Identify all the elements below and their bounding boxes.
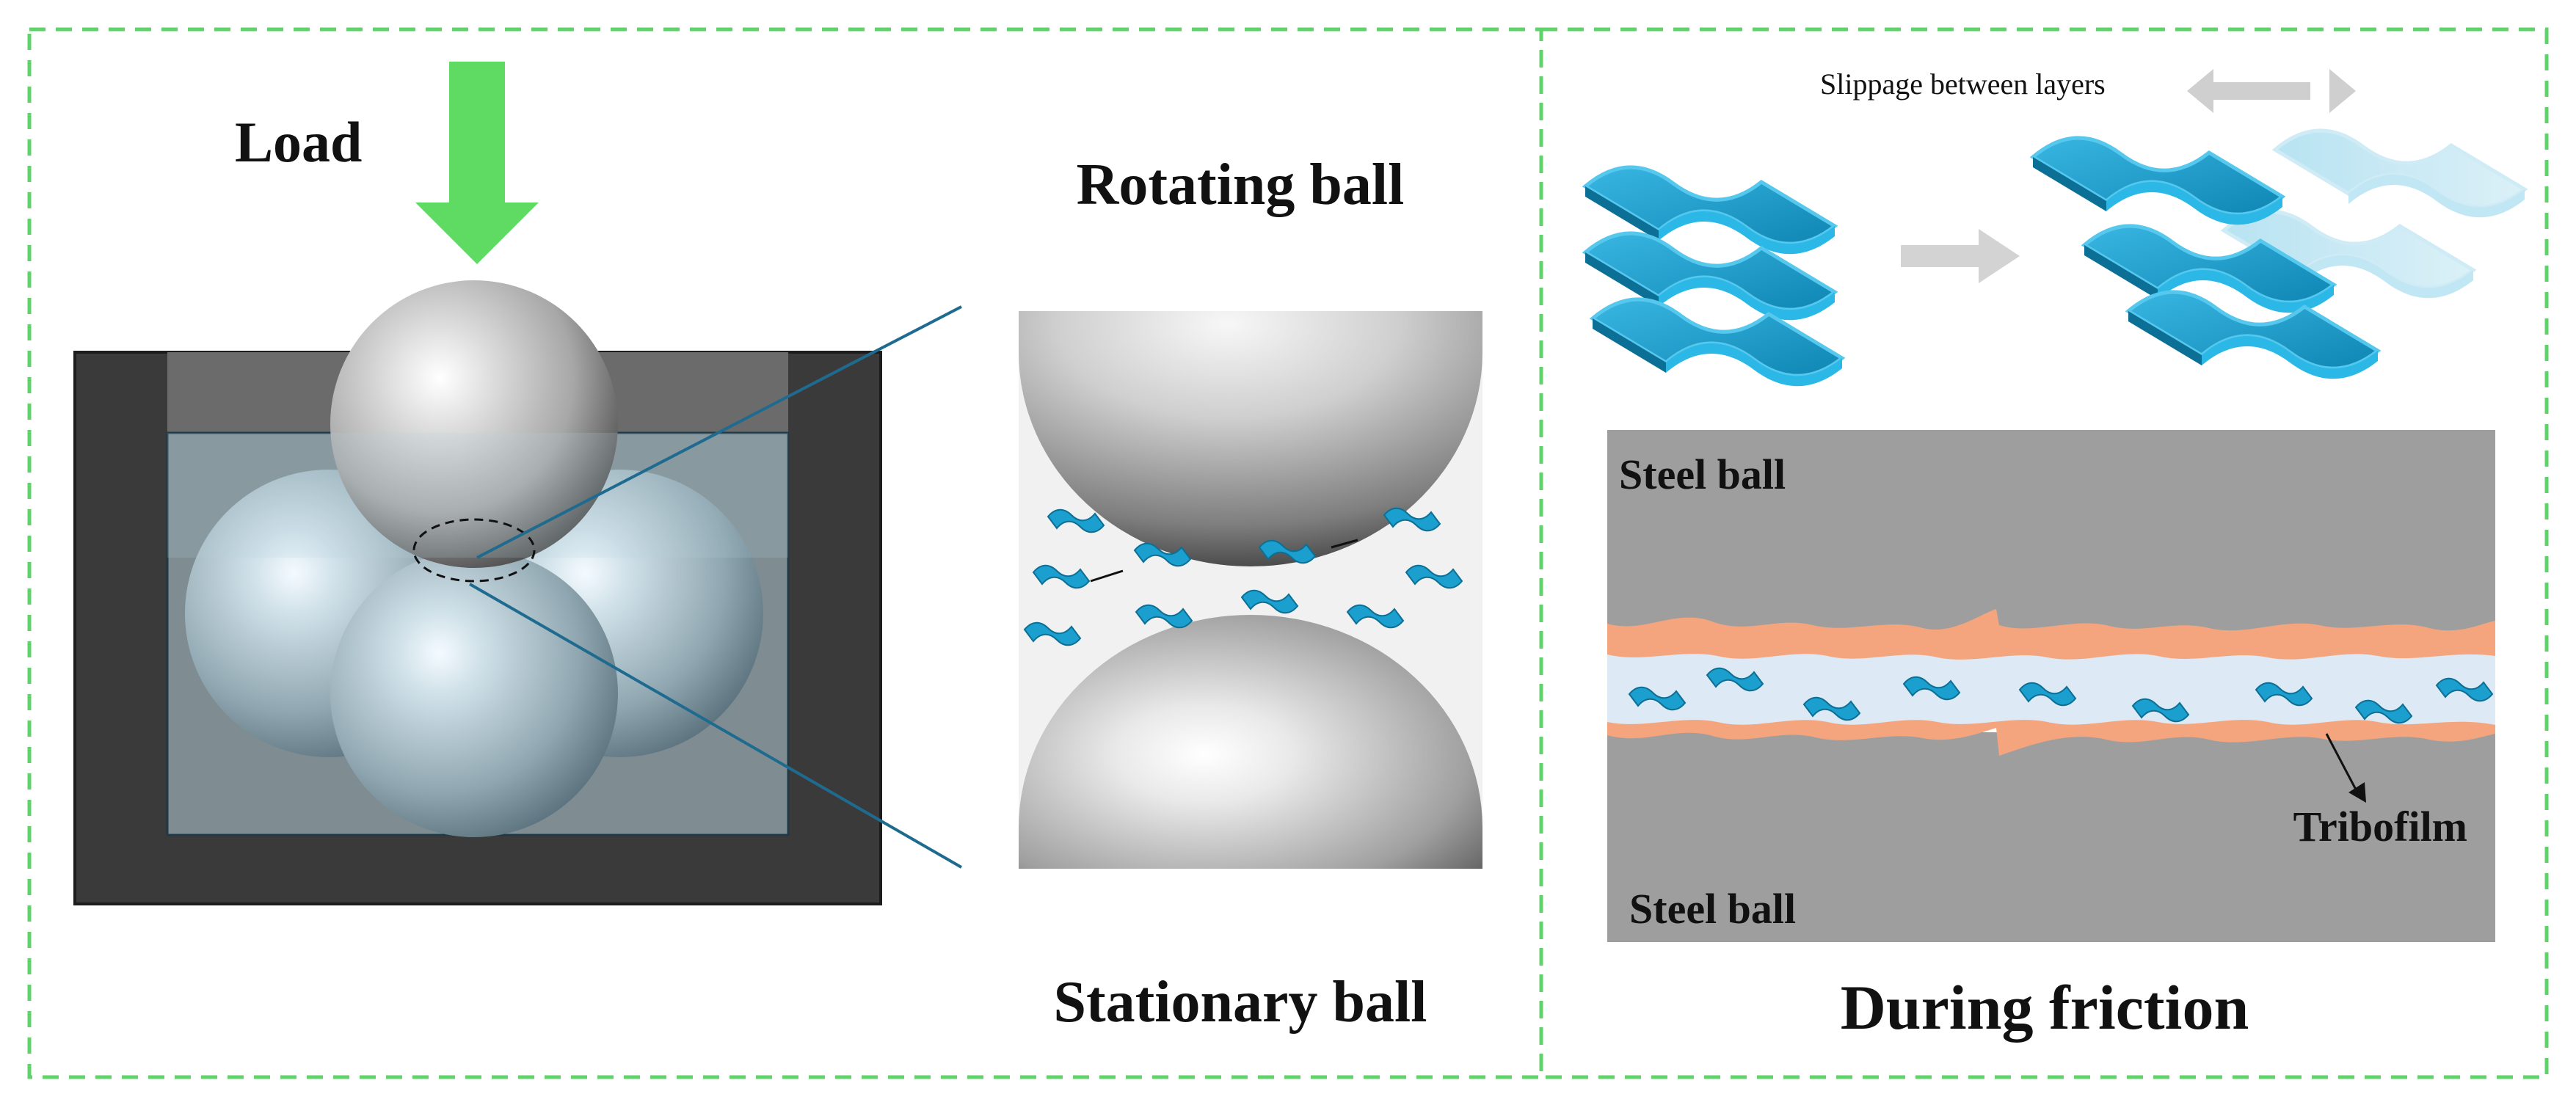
slippage-label: Slippage between layers bbox=[1820, 68, 2106, 101]
tribofilm-pointer-head bbox=[2348, 782, 2366, 803]
four-ball-tester: Load bbox=[73, 62, 962, 905]
zoom-line-bottom bbox=[469, 583, 962, 869]
rotating-ball bbox=[330, 280, 618, 568]
lubricant-flakes bbox=[1024, 507, 1463, 646]
closeup-rotating-ball bbox=[1019, 311, 1482, 566]
tribofilm-label: Tribofilm bbox=[2293, 803, 2467, 850]
steel-ball-top bbox=[1607, 430, 2495, 635]
steel-ball-bottom bbox=[1607, 732, 2495, 942]
closeup-stationary-ball bbox=[1019, 615, 1482, 869]
layer-sheet bbox=[2128, 292, 2378, 379]
stacked-layers-after bbox=[2033, 131, 2525, 379]
tribofilm-pointer bbox=[2325, 733, 2357, 790]
zoom-line-top bbox=[476, 305, 962, 559]
layer-sheet-ghost bbox=[2275, 131, 2525, 217]
slippage-illustration: Slippage between layers bbox=[1585, 68, 2525, 386]
stacked-layers-before bbox=[1585, 167, 1842, 386]
tribofilm-top bbox=[1607, 609, 2495, 665]
steel-ball-bottom-label: Steel ball bbox=[1629, 885, 1796, 933]
double-arrow-icon bbox=[2187, 69, 2356, 113]
right-arrow-icon bbox=[1901, 229, 2020, 283]
oil-overlay bbox=[167, 433, 788, 558]
during-friction-label: During friction bbox=[1841, 972, 2249, 1043]
rotating-ball-label: Rotating ball bbox=[1077, 153, 1405, 217]
layer-sheet bbox=[2033, 138, 2282, 225]
load-label: Load bbox=[235, 110, 362, 174]
right-panel-border bbox=[1539, 27, 2549, 1079]
friction-cross-section: Steel ball Steel ball Tribofilm During f… bbox=[1607, 430, 2495, 1043]
contact-zone-marker bbox=[412, 518, 536, 583]
down-arrow-icon bbox=[415, 62, 539, 264]
stationary-ball-front bbox=[330, 550, 618, 837]
contact-closeup: Rotating ball Stationary ball bbox=[1019, 153, 1482, 1035]
steel-ball-top-label: Steel ball bbox=[1619, 451, 1786, 498]
stationary-ball-label: Stationary ball bbox=[1054, 970, 1427, 1035]
flake bbox=[1090, 569, 1124, 583]
flake bbox=[1331, 539, 1358, 549]
